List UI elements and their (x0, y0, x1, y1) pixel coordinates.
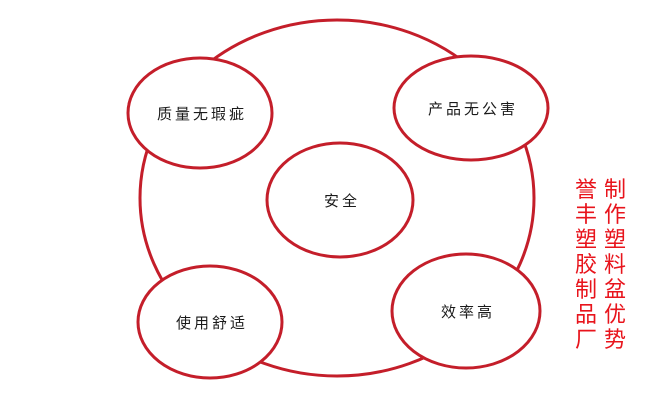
node-comfort-ellipse (136, 264, 284, 380)
side-char: 势 (603, 328, 626, 353)
node-efficiency: 效率高 (390, 252, 542, 370)
side-char: 优 (603, 303, 626, 328)
node-comfort-label: 使用舒适 (176, 314, 248, 332)
node-efficiency-ellipse (390, 252, 542, 370)
side-char: 盆 (603, 278, 626, 303)
node-comfort: 使用舒适 (136, 264, 284, 380)
node-safety-label: 安全 (324, 192, 360, 210)
side-char: 厂 (574, 328, 597, 353)
advantage-slogan-column: 制作塑料盆优势 (602, 178, 628, 353)
side-char: 胶 (574, 253, 597, 278)
outer-ring (138, 18, 536, 378)
node-pollution-free-label: 产品无公害 (428, 100, 518, 118)
node-pollution-free-ellipse (392, 54, 550, 162)
side-char: 品 (574, 303, 597, 328)
company-name-column: 誉丰塑胶制品厂 (573, 178, 599, 353)
side-char: 塑 (603, 228, 626, 253)
node-quality-label: 质量无瑕疵 (157, 105, 247, 123)
node-quality: 质量无瑕疵 (126, 56, 274, 170)
node-quality-ellipse (126, 56, 274, 170)
side-char: 制 (574, 278, 597, 303)
side-char: 塑 (574, 228, 597, 253)
side-char: 制 (603, 178, 626, 203)
node-efficiency-label: 效率高 (441, 303, 495, 321)
side-char: 誉 (574, 178, 597, 203)
node-safety: 安全 (265, 141, 415, 259)
side-char: 料 (603, 253, 626, 278)
node-pollution-free: 产品无公害 (392, 54, 550, 162)
side-char: 作 (603, 203, 626, 228)
node-safety-ellipse (265, 141, 415, 259)
side-char: 丰 (574, 203, 597, 228)
